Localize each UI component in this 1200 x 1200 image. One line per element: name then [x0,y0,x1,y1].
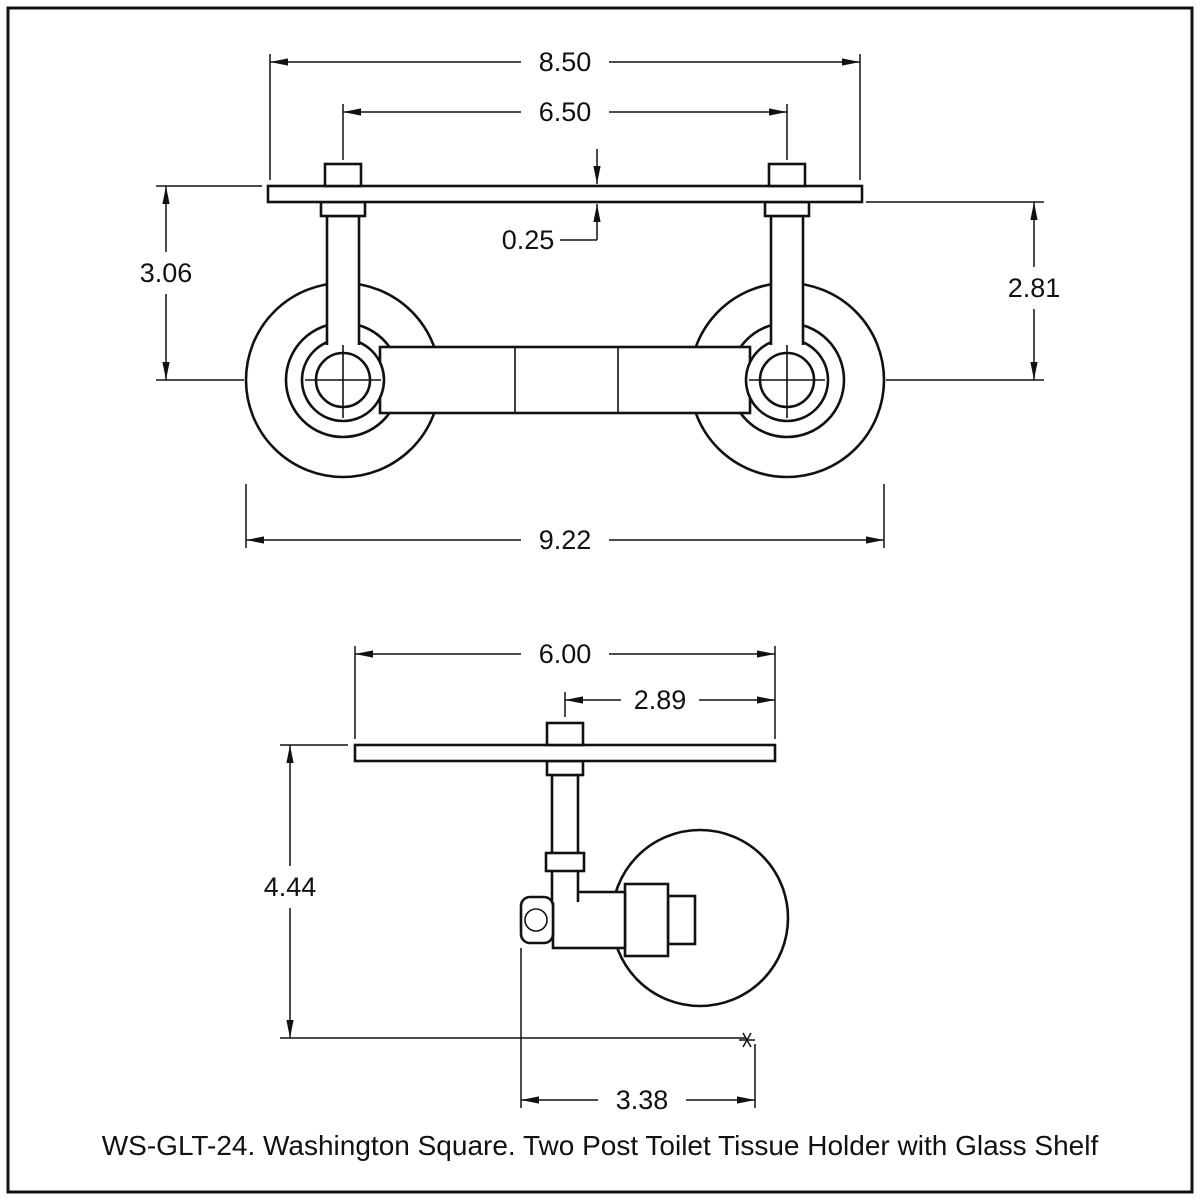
left-post-collar [319,200,367,218]
side-post-cap [545,721,585,747]
dim-label-height-left: 3.06 [140,258,193,288]
dim-label-overall-width: 9.22 [539,525,592,555]
dim-label-shelf-thickness: 0.25 [502,225,555,255]
roller-hub [623,882,670,958]
dim-label-post-setback: 2.89 [634,685,687,715]
dim-height-left: 3.06 [140,185,262,381]
dim-label-post-spacing: 6.50 [539,97,592,127]
glass-shelf [266,184,864,204]
dim-post-setback: 2.89 [564,685,775,717]
dim-shelf-depth: 6.00 [354,639,776,739]
dim-shelf-thickness: 0.25 [502,149,601,255]
front-view [244,162,886,479]
sheet-border [6,6,1194,1194]
dim-overall-width: 9.22 [245,484,885,555]
right-post-collar [763,200,811,218]
dim-height-right: 2.81 [866,201,1061,381]
side-post [550,773,580,902]
dim-label-shelf-depth: 6.00 [539,639,592,669]
dim-label-shelf-width: 8.50 [539,47,592,77]
dim-label-wall-projection: 3.38 [616,1085,669,1115]
right-post-cap [767,162,807,188]
glass-shelf-side [353,743,777,763]
dim-post-spacing: 6.50 [342,97,788,160]
dim-overall-height: 4.44 [264,744,746,1039]
roller-spindle [378,345,752,415]
side-view [353,721,790,1008]
drawing-caption: WS-GLT-24. Washington Square. Two Post T… [102,1130,1099,1161]
dim-label-overall-height: 4.44 [264,872,317,902]
end-cap-detail [524,908,548,932]
dim-shelf-width: 8.50 [269,47,861,180]
star-mark [739,1032,755,1048]
roller-end-cap [519,895,555,945]
dim-wall-projection: 3.38 [520,948,756,1115]
side-post-upper-collar [545,759,585,777]
right-post [769,214,805,345]
side-post-lower-collar [544,851,586,873]
dim-label-height-right: 2.81 [1008,273,1061,303]
left-post [325,214,361,345]
hub-spacer [666,894,697,946]
left-post-cap [323,162,363,188]
